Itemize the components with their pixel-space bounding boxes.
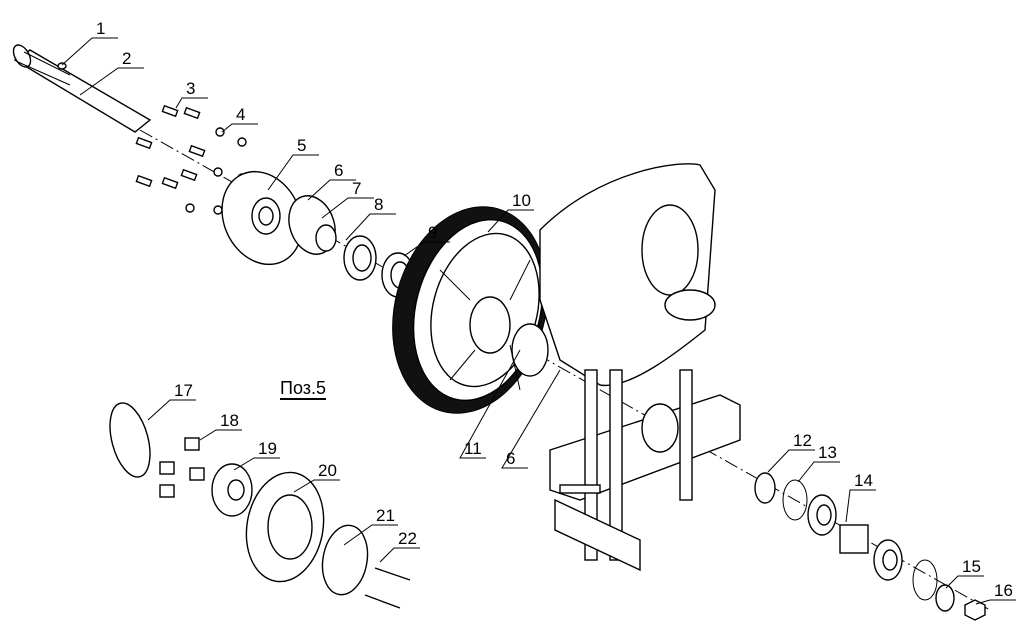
- leader-line: [459, 349, 521, 459]
- callout-6: 6: [501, 369, 561, 469]
- callout-5: 5: [267, 136, 319, 191]
- leader-line: [501, 369, 561, 469]
- callout-number: 21: [376, 506, 395, 525]
- callout-13: 13: [797, 443, 840, 483]
- callout-number: 10: [512, 191, 531, 210]
- bushing: [754, 472, 776, 504]
- screw: [374, 567, 411, 581]
- callout-18: 18: [199, 411, 242, 441]
- callout-number: 3: [186, 79, 195, 98]
- coupling-disc: [245, 471, 325, 583]
- callout-11: 11: [459, 349, 521, 459]
- callout-number: 11: [464, 439, 482, 458]
- callout-17: 17: [147, 381, 196, 421]
- leader-line: [945, 575, 984, 589]
- callout-number: 6: [334, 161, 343, 180]
- leader-line: [147, 399, 196, 421]
- leader-line: [845, 489, 876, 523]
- shaft: [12, 44, 152, 133]
- callout-number: 22: [398, 529, 417, 548]
- leader-line: [379, 547, 420, 563]
- callout-2: 2: [79, 49, 144, 96]
- bolts: [135, 104, 206, 190]
- callout-number: 14: [854, 471, 873, 490]
- washer: [935, 584, 955, 612]
- leader-line: [61, 37, 118, 66]
- callout-3: 3: [175, 79, 208, 109]
- callout-number: 17: [174, 381, 193, 400]
- bearing: [873, 539, 903, 581]
- callout-21: 21: [343, 506, 398, 546]
- flange: [221, 170, 303, 266]
- callout-number: 13: [818, 443, 837, 462]
- callout-19: 19: [233, 439, 280, 471]
- callout-number: 18: [220, 411, 239, 430]
- screw: [364, 594, 401, 609]
- nut: [964, 599, 986, 621]
- position-caption: Поз.5: [280, 378, 327, 400]
- leader-line: [233, 457, 280, 471]
- plate: [109, 402, 151, 478]
- bearing-housing: [511, 323, 549, 377]
- callout-10: 10: [487, 191, 534, 233]
- callout-4: 4: [221, 105, 258, 133]
- leader-line: [343, 524, 398, 546]
- callout-14: 14: [845, 471, 876, 523]
- callout-8: 8: [345, 195, 396, 241]
- cover-plate: [321, 524, 369, 596]
- callout-6: 6: [307, 161, 356, 201]
- leader-line: [797, 461, 840, 483]
- callout-number: 20: [318, 461, 337, 480]
- retaining-ring: [912, 559, 938, 601]
- callout-number: 5: [297, 136, 306, 155]
- callout-15: 15: [945, 557, 984, 589]
- callout-22: 22: [379, 529, 420, 563]
- frame: [549, 369, 741, 572]
- callout-number: 7: [352, 179, 361, 198]
- seal-ring: [315, 224, 337, 252]
- leader-line: [767, 449, 815, 473]
- coupling-star: [211, 463, 253, 517]
- bearing: [343, 235, 377, 281]
- callout-number: 12: [793, 431, 812, 450]
- leader-line: [345, 213, 396, 241]
- callout-number: 9: [428, 223, 437, 242]
- leader-line: [175, 97, 208, 109]
- callout-number: 15: [962, 557, 981, 576]
- leader-line: [267, 154, 319, 191]
- pins: [159, 437, 205, 498]
- leader-line: [975, 599, 1016, 605]
- leader-line: [199, 429, 242, 441]
- leader-line: [403, 241, 450, 257]
- callout-20: 20: [293, 461, 340, 493]
- pulley: [392, 206, 548, 414]
- callout-number: 6: [506, 449, 515, 468]
- fan-housing: [539, 163, 716, 387]
- leader-line: [321, 197, 374, 219]
- leader-line: [293, 479, 340, 493]
- bearing: [807, 494, 837, 536]
- leader-line: [221, 123, 258, 133]
- leader-line: [79, 67, 144, 96]
- callout-number: 8: [374, 195, 383, 214]
- callout-number: 4: [236, 105, 245, 124]
- callout-number: 2: [122, 49, 131, 68]
- callout-number: 16: [994, 581, 1013, 600]
- callout-number: 19: [258, 439, 277, 458]
- callout-7: 7: [321, 179, 374, 219]
- callout-number: 1: [96, 19, 105, 38]
- callout-16: 16: [975, 581, 1016, 605]
- callout-1: 1: [61, 19, 118, 66]
- leader-line: [487, 209, 534, 233]
- leader-line: [307, 179, 356, 201]
- callout-9: 9: [403, 223, 450, 257]
- spacer-sleeve: [839, 524, 869, 554]
- callout-12: 12: [767, 431, 815, 473]
- retaining-ring: [782, 479, 808, 521]
